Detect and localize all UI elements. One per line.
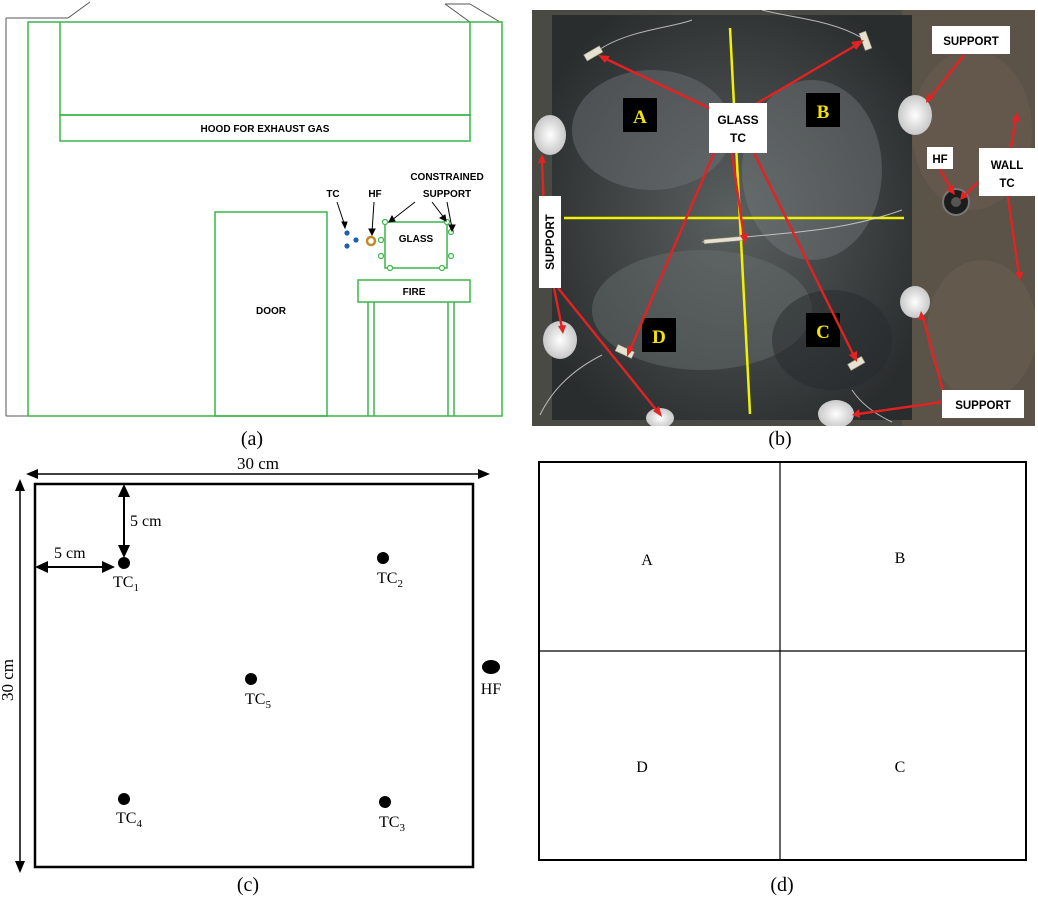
marker-d — [642, 318, 676, 352]
tc4-label: TC4 — [116, 810, 142, 830]
caption-a: (a) — [240, 428, 264, 450]
hf-label: HF — [368, 189, 381, 200]
marker-b — [806, 93, 840, 127]
offset-vertical-label: 5 cm — [130, 513, 162, 530]
panel-a-test-setup: HOOD FOR EXHAUST GAS DOOR FIRE GLASS TC — [0, 0, 510, 425]
door-label: DOOR — [256, 306, 287, 317]
quadrant-c-label: C — [895, 759, 906, 776]
constrained-supports — [377, 218, 455, 272]
glass-tc-line2: TC — [730, 131, 746, 145]
quadrant-b-label: B — [895, 550, 906, 567]
marker-c-label: C — [816, 322, 830, 343]
hf-point — [482, 660, 500, 674]
tc1-label: TC1 — [113, 574, 139, 594]
caption-b: (b) — [768, 428, 792, 450]
glass-tc-probes — [583, 30, 873, 371]
wall-tc-box — [979, 148, 1035, 196]
hood-label-box — [59, 114, 471, 142]
panel-c-tc-layout: 30 cm 30 cm 5 cm 5 cm TC1 TC2 TC3 TC4 TC… — [0, 455, 510, 873]
marker-b-label: B — [817, 102, 830, 123]
wall-tc-line2: TC — [999, 178, 1014, 190]
tc5-point — [245, 673, 257, 685]
support-left-box — [539, 196, 561, 288]
wall-tc-line1: WALL — [991, 160, 1024, 172]
offset-horizontal-label: 5 cm — [54, 545, 86, 562]
panel-b-photo: A B C D — [532, 10, 1035, 426]
quadrant-d-label: D — [636, 759, 648, 776]
quadrant-a-label: A — [641, 552, 653, 569]
tc-dots — [344, 230, 359, 249]
tc1-point — [118, 557, 130, 569]
support-top-box — [932, 26, 1010, 54]
marker-a-label: A — [633, 107, 647, 128]
support-label-line1: CONSTRAINED — [410, 172, 483, 183]
glass-label: GLASS — [399, 234, 434, 245]
quadrant-drawing: A B C D — [538, 461, 1027, 861]
glass-tc-line1: GLASS — [717, 113, 758, 127]
experiment-photo: A B C D — [532, 10, 1035, 426]
hf-photo-label: HF — [932, 154, 947, 166]
tc5-label: TC5 — [245, 691, 271, 711]
hf-photo-box — [927, 147, 953, 169]
tc-label: TC — [326, 189, 339, 200]
support-top-label: SUPPORT — [943, 36, 999, 48]
tc2-point — [377, 552, 389, 564]
support-left-label: SUPPORT — [545, 214, 557, 270]
fire-label: FIRE — [403, 287, 426, 298]
annotation-arrows — [540, 42, 1021, 416]
tc4-point — [118, 793, 130, 805]
caption-c: (c) — [236, 874, 260, 896]
enclosure-outline — [27, 21, 503, 417]
door — [214, 211, 328, 417]
arrow-heads — [538, 40, 1023, 418]
quadrant-outline — [538, 461, 1027, 861]
tc2-label: TC2 — [377, 570, 403, 590]
tc3-point — [379, 796, 391, 808]
hf-sensor — [365, 235, 377, 247]
setup-schematic: HOOD FOR EXHAUST GAS DOOR FIRE GLASS TC — [5, 1, 503, 417]
width-label: 30 cm — [237, 455, 279, 473]
marker-a — [623, 98, 657, 132]
glass-pane — [384, 221, 448, 269]
marker-d-label: D — [652, 327, 666, 348]
support-bottom-label: SUPPORT — [955, 400, 1011, 412]
tc-layout-drawing: 30 cm 30 cm 5 cm 5 cm TC1 TC2 TC3 TC4 TC… — [0, 455, 502, 873]
tc3-label: TC3 — [379, 814, 405, 834]
panel-d-quadrants: A B C D — [536, 459, 1030, 864]
fire-tray — [357, 279, 471, 303]
support-bottom-box — [942, 390, 1024, 418]
glass-plate-outline — [33, 482, 475, 869]
caption-d: (d) — [770, 874, 794, 896]
hf-label-c: HF — [481, 681, 502, 698]
support-label-line2: SUPPORT — [423, 189, 471, 200]
hood — [59, 22, 471, 116]
height-label: 30 cm — [0, 659, 17, 701]
cotton-supports — [534, 95, 932, 426]
glass-tc-box — [709, 103, 767, 153]
cross-line-vertical — [728, 27, 752, 415]
hood-label: HOOD FOR EXHAUST GAS — [201, 124, 330, 135]
